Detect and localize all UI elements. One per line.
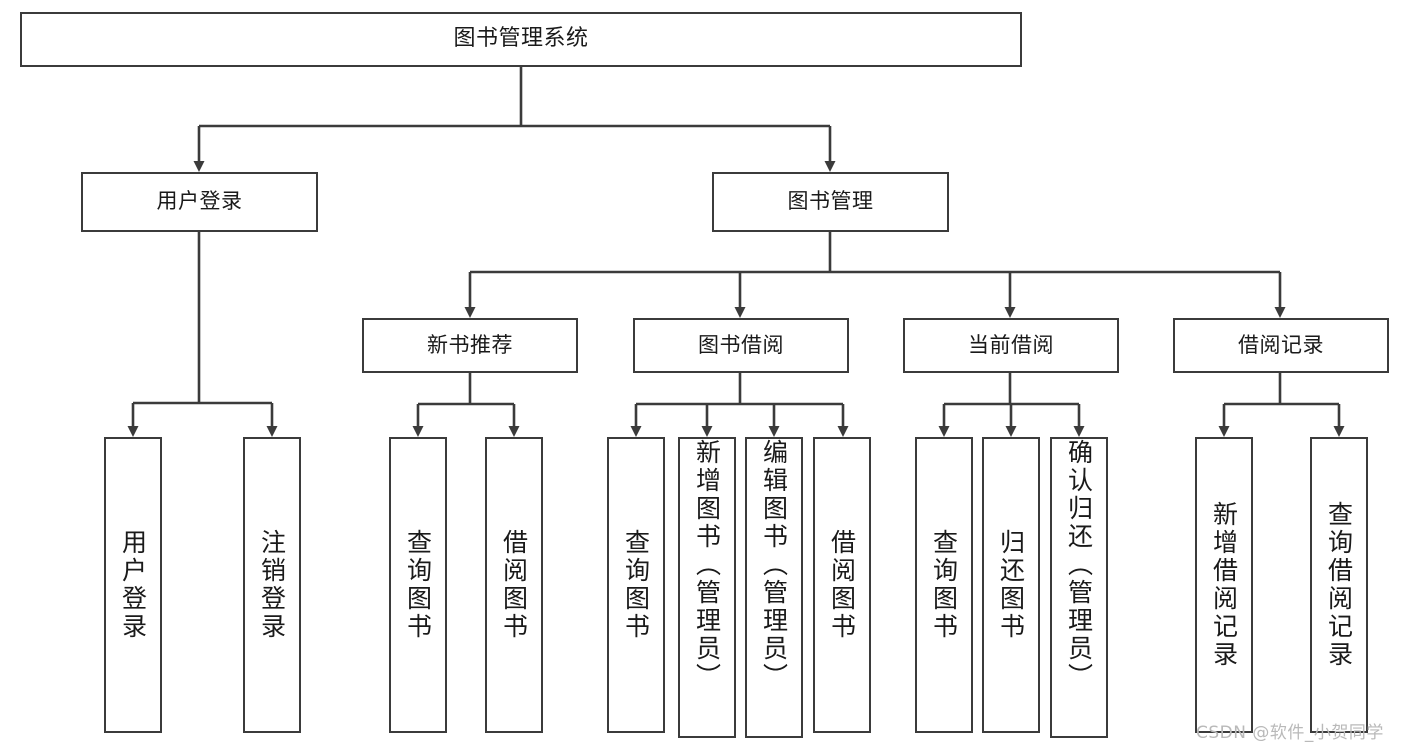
node-leaf-query-book-3[interactable]: 查询图书: [915, 437, 973, 733]
node-leaf-confirm-return[interactable]: 确认归还（管理员）: [1050, 437, 1108, 738]
node-leaf-query-record[interactable]: 查询借阅记录: [1310, 437, 1368, 733]
node-leaf-add-record-label: 新增借阅记录: [1209, 501, 1239, 669]
node-leaf-borrow-book-2[interactable]: 借阅图书: [813, 437, 871, 733]
node-leaf-add-record[interactable]: 新增借阅记录: [1195, 437, 1253, 733]
node-leaf-user-login[interactable]: 用户登录: [104, 437, 162, 733]
node-leaf-query-record-label: 查询借阅记录: [1324, 501, 1354, 669]
node-leaf-query-book-3-label: 查询图书: [929, 529, 959, 641]
node-current-borrow[interactable]: 当前借阅: [903, 318, 1119, 373]
node-leaf-user-login-label: 用户登录: [118, 529, 148, 641]
node-root-label: 图书管理系统: [453, 26, 589, 52]
node-book-management-label: 图书管理: [787, 189, 874, 214]
node-current-borrow-label: 当前借阅: [968, 332, 1054, 357]
node-leaf-borrow-book-1[interactable]: 借阅图书: [485, 437, 543, 733]
node-book-borrow[interactable]: 图书借阅: [633, 318, 849, 373]
node-book-management[interactable]: 图书管理: [712, 172, 949, 232]
watermark-csdn: CSDN @软件_小贺同学: [1196, 723, 1384, 743]
node-root[interactable]: 图书管理系统: [20, 12, 1022, 67]
node-borrow-record-label: 借阅记录: [1238, 332, 1324, 357]
node-leaf-return-book[interactable]: 归还图书: [982, 437, 1040, 733]
node-leaf-edit-book-label: 编辑图书（管理员）: [759, 439, 789, 691]
node-leaf-borrow-book-1-label: 借阅图书: [499, 529, 529, 641]
node-leaf-add-book[interactable]: 新增图书（管理员）: [678, 437, 736, 738]
node-new-book-recommend[interactable]: 新书推荐: [362, 318, 578, 373]
node-leaf-add-book-label: 新增图书（管理员）: [692, 439, 722, 691]
node-leaf-borrow-book-2-label: 借阅图书: [827, 529, 857, 641]
node-new-book-recommend-label: 新书推荐: [427, 332, 513, 357]
node-leaf-confirm-return-label: 确认归还（管理员）: [1064, 439, 1094, 691]
node-book-borrow-label: 图书借阅: [698, 332, 784, 357]
node-leaf-query-book-1-label: 查询图书: [403, 529, 433, 641]
node-leaf-query-book-1[interactable]: 查询图书: [389, 437, 447, 733]
node-leaf-logout[interactable]: 注销登录: [243, 437, 301, 733]
node-leaf-logout-label: 注销登录: [257, 529, 287, 641]
node-leaf-query-book-2[interactable]: 查询图书: [607, 437, 665, 733]
node-leaf-query-book-2-label: 查询图书: [621, 529, 651, 641]
node-user-login[interactable]: 用户登录: [81, 172, 318, 232]
node-leaf-return-book-label: 归还图书: [996, 529, 1026, 641]
node-leaf-edit-book[interactable]: 编辑图书（管理员）: [745, 437, 803, 738]
node-user-login-label: 用户登录: [156, 189, 243, 214]
node-borrow-record[interactable]: 借阅记录: [1173, 318, 1389, 373]
